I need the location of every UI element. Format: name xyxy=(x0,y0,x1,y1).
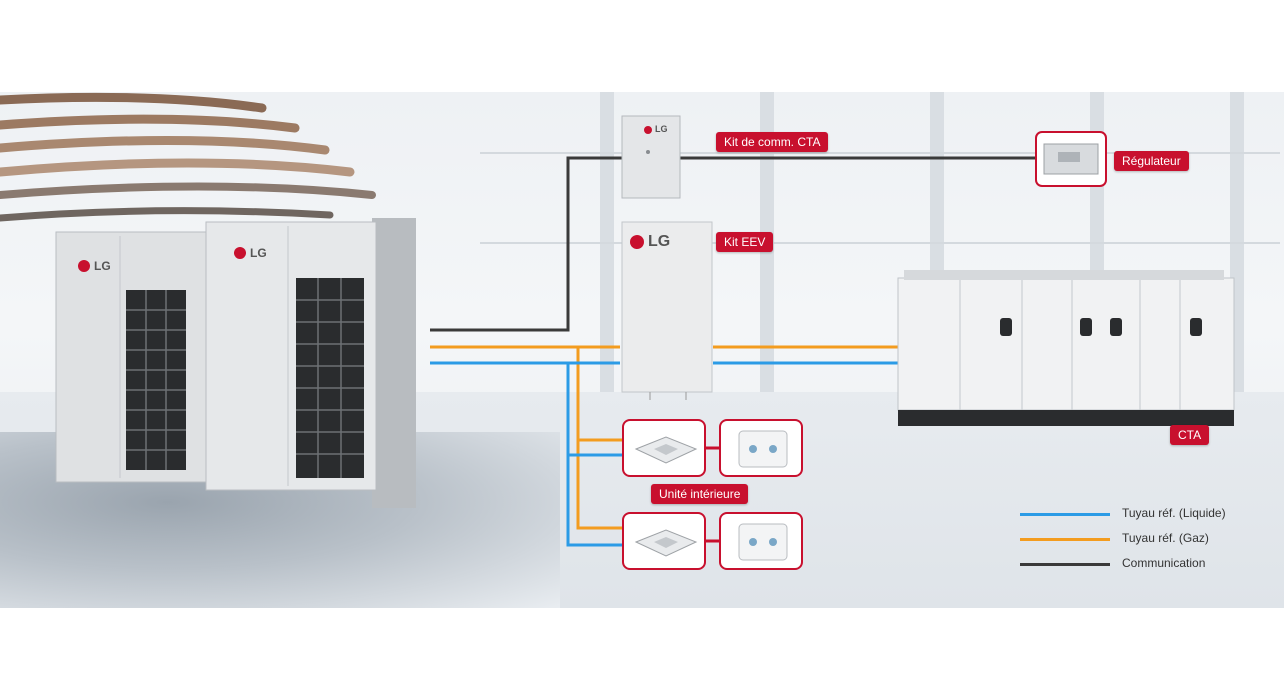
remote-controller-icon xyxy=(738,430,788,468)
eev-kit-logo: LG xyxy=(648,233,671,250)
cassette-unit-card xyxy=(622,512,706,570)
communication-line xyxy=(430,156,1040,332)
comm-kit-logo: LG xyxy=(655,124,668,134)
cassette-unit-icon xyxy=(634,529,698,557)
label-regulator: Régulateur xyxy=(1114,151,1189,171)
liquid-pipe xyxy=(430,361,898,547)
label-eev-kit: Kit EEV xyxy=(716,232,774,252)
outdoor-unit-logo: LG xyxy=(94,259,111,273)
lg-logo-icon xyxy=(78,260,90,272)
legend-swatch xyxy=(1020,513,1110,516)
lg-logo-icon xyxy=(234,247,246,259)
legend-swatch xyxy=(1020,563,1110,566)
legend-swatch xyxy=(1020,538,1110,541)
legend-label: Tuyau réf. (Gaz) xyxy=(1122,531,1209,545)
remote-controller-icon xyxy=(738,523,788,561)
outdoor-unit-logo: LG xyxy=(250,246,267,260)
window-frame xyxy=(480,242,1280,244)
window-frame xyxy=(480,152,1280,154)
label-ahu-comm-kit: Kit de comm. CTA xyxy=(716,132,829,152)
cassette-unit-icon xyxy=(634,436,698,464)
legend-label: Tuyau réf. (Liquide) xyxy=(1122,506,1226,520)
label-indoor-unit: Unité intérieure xyxy=(651,484,749,504)
gas-pipe xyxy=(430,345,898,530)
remote-controller-card xyxy=(719,419,803,477)
label-ahu: CTA xyxy=(1170,425,1210,445)
legend-label: Communication xyxy=(1122,556,1206,570)
remote-controller-card xyxy=(719,512,803,570)
cassette-unit-card xyxy=(622,419,706,477)
